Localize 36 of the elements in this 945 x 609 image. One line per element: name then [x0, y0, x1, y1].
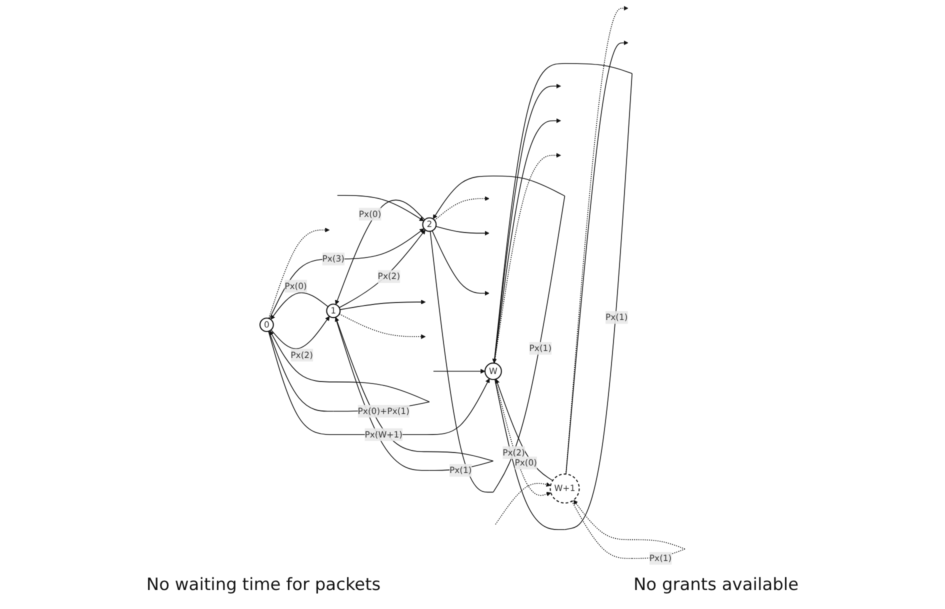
region-note: No waiting time for packets — [146, 575, 381, 595]
edge-label: Px(0)+Px(1) — [358, 406, 410, 416]
arrow — [436, 226, 490, 236]
arrow — [495, 482, 551, 525]
edge-label: Px(0) — [358, 208, 382, 219]
arrow — [434, 196, 490, 221]
edge-label: Px(0) — [514, 458, 537, 468]
edge-label: Px(2) — [290, 350, 313, 360]
arrow — [268, 228, 330, 319]
arrow — [495, 378, 554, 481]
edge-label: Px(W+1) — [364, 429, 403, 440]
edge-label: Px(1) — [529, 343, 552, 354]
arrow — [335, 200, 426, 305]
arrow — [340, 300, 426, 310]
arrow — [433, 368, 486, 374]
edge-label: Px(1) — [649, 553, 672, 564]
edge-label: Px(0) — [284, 280, 307, 291]
node-circle: 1 — [326, 304, 341, 318]
arrow — [270, 292, 328, 320]
arrow — [269, 228, 424, 320]
node-circle: W+1 — [550, 474, 580, 504]
region-note: No grants available — [633, 575, 799, 595]
edge-label: Px(2) — [378, 271, 400, 282]
edge-label: Px(2) — [502, 447, 525, 458]
node-circle: 2 — [422, 217, 437, 232]
arrow — [270, 316, 330, 350]
arrow — [492, 63, 632, 530]
edge-label: Px(1) — [606, 312, 628, 322]
arrow — [432, 230, 490, 296]
node-circle: 0 — [259, 318, 274, 332]
arrow — [338, 230, 426, 308]
arrow — [336, 195, 424, 222]
arrow — [338, 314, 426, 339]
edge-label: Px(3) — [322, 254, 344, 264]
edge-label: Px(1) — [449, 465, 472, 476]
node-circle: W — [484, 362, 502, 380]
